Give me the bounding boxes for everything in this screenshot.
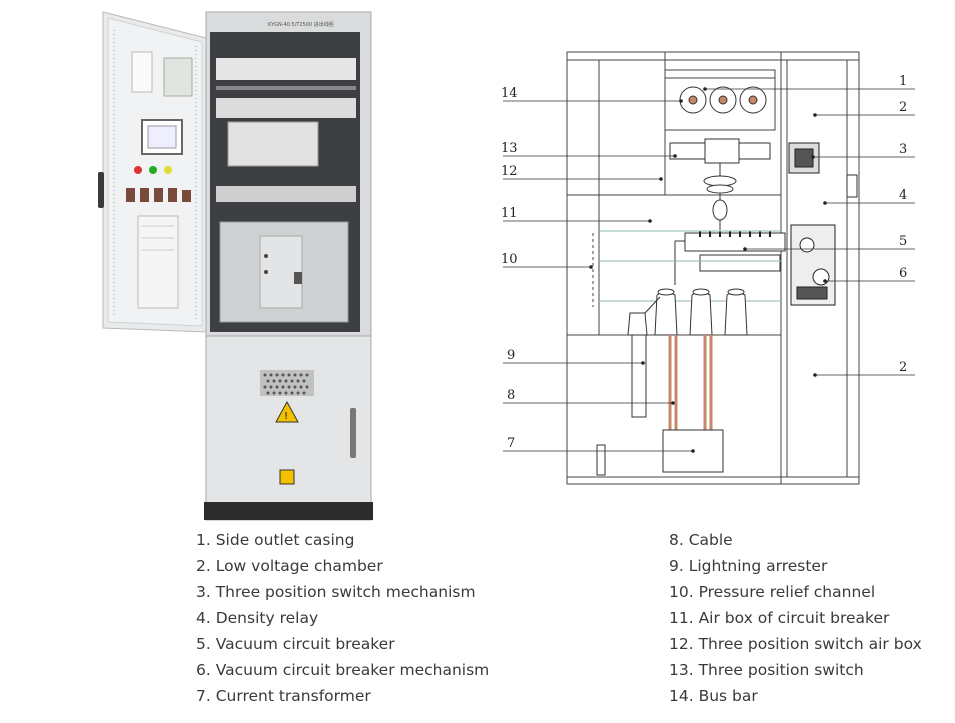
legend-item: 12. Three position switch air box	[669, 635, 922, 653]
cabinet-outline	[566, 51, 860, 485]
callout-leaders	[503, 88, 915, 452]
door-handle	[98, 172, 104, 208]
callout-2-bottom: 2	[899, 360, 907, 375]
vacuum-circuit-breaker	[674, 195, 786, 285]
cabinet-body: KYGN-40.5/T2500 进出线柜 !	[204, 11, 373, 521]
three-position-switch	[669, 138, 771, 195]
bus-bar-chamber	[664, 69, 776, 131]
warning-triangle-icon	[275, 400, 299, 423]
ventilation-grille	[260, 370, 314, 396]
bus-bars	[679, 86, 767, 114]
warning-sign-icon	[279, 469, 295, 485]
switchgear-cross-section-diagram: 1 2 3 4 5 6 2 14 13 12 11 10 9 8 7	[501, 51, 915, 485]
cable-bushings	[654, 288, 748, 336]
switchgear-cabinet-photo: KYGN-40.5/T2500 进出线柜 !	[98, 11, 373, 521]
callout-1: 1	[899, 74, 907, 89]
svg-text:!: !	[284, 411, 288, 422]
callout-11: 11	[501, 206, 518, 221]
legend-item: 1. Side outlet casing	[196, 531, 355, 549]
legend-item: 2. Low voltage chamber	[196, 557, 383, 575]
legend-item: 14. Bus bar	[669, 687, 758, 705]
callout-10: 10	[501, 252, 518, 267]
callout-13: 13	[501, 141, 518, 156]
callout-14: 14	[501, 86, 518, 101]
legend-item: 7. Current transformer	[196, 687, 371, 705]
legend-item: 4. Density relay	[196, 609, 319, 627]
callout-7: 7	[507, 436, 515, 451]
legend-item: 9. Lightning arrester	[669, 557, 828, 575]
callout-2-top: 2	[899, 100, 907, 115]
cables	[668, 335, 713, 430]
switch-mechanism	[788, 142, 820, 174]
lower-door-handle	[350, 408, 356, 458]
density-relay	[846, 174, 858, 198]
callout-9: 9	[507, 348, 515, 363]
callout-dots	[589, 87, 827, 453]
callout-8: 8	[507, 388, 515, 403]
cabinet-base	[204, 502, 373, 520]
callout-5: 5	[899, 234, 907, 249]
open-door	[98, 11, 207, 333]
legend-item: 11. Air box of circuit breaker	[669, 609, 890, 627]
breaker-mechanism	[790, 224, 836, 306]
legend-left-column: 1. Side outlet casing 2. Low voltage cha…	[196, 527, 489, 709]
callout-4: 4	[899, 188, 907, 203]
legend-item: 13. Three position switch	[669, 661, 864, 679]
door-label: KYGN-40.5/T2500 进出线柜	[268, 21, 334, 28]
callout-6: 6	[899, 266, 907, 281]
legend-right-column: 8. Cable 9. Lightning arrester 10. Press…	[669, 527, 922, 709]
legend-item: 3. Three position switch mechanism	[196, 583, 476, 601]
lightning-arrester	[627, 296, 661, 418]
legend-item: 8. Cable	[669, 531, 733, 549]
legend-item: 10. Pressure relief channel	[669, 583, 876, 601]
callout-12: 12	[501, 164, 518, 179]
legend-item: 6. Vacuum circuit breaker mechanism	[196, 661, 490, 679]
callout-3: 3	[899, 142, 907, 157]
legend-item: 5. Vacuum circuit breaker	[196, 635, 395, 653]
